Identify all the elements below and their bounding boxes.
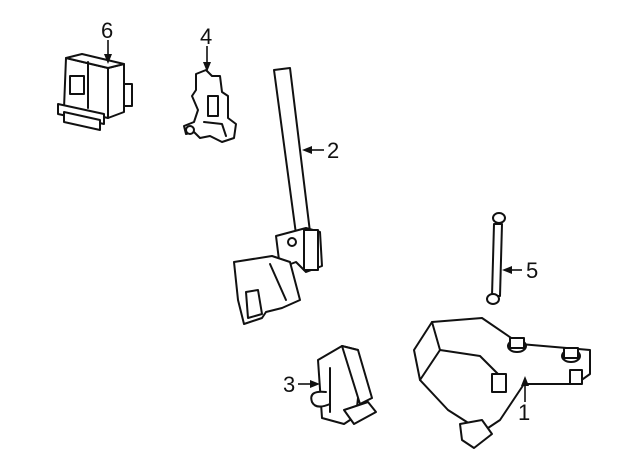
part-3-bracket [310,345,377,425]
callout-1: 1 [518,400,530,425]
callout-2: 2 [327,138,339,163]
callout-5: 5 [526,258,538,283]
part-1-sensor [413,317,591,449]
callout-6: 6 [101,18,113,43]
leader-1 [521,376,529,402]
part-5-link [486,212,506,305]
leader-5 [502,266,522,274]
callout-3: 3 [283,372,295,397]
callout-4: 4 [200,24,212,49]
leader-3 [298,380,320,388]
leader-4 [203,46,211,72]
part-2-sensor [233,67,323,325]
leader-6 [104,40,112,64]
part-4-bracket [183,69,237,143]
part-6-module [57,53,133,131]
leader-2 [302,146,324,154]
